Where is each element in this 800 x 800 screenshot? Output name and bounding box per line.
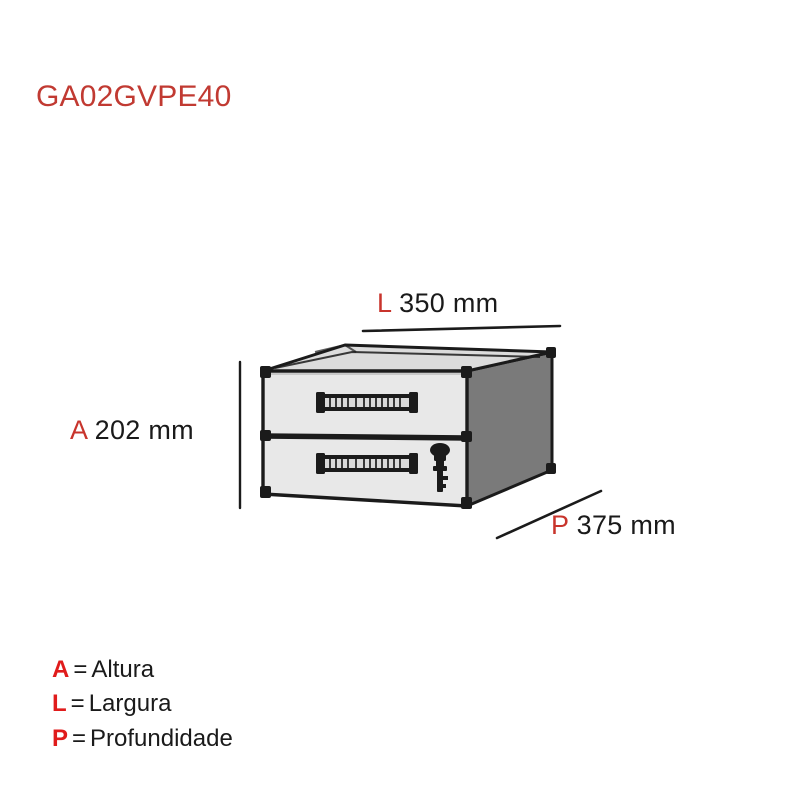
legend-term-altura: Altura <box>91 656 155 683</box>
cabinet-side-panel <box>465 350 554 508</box>
cabinet-key-lock-icon <box>430 443 450 492</box>
drawer-divider <box>260 433 470 441</box>
corner-post-mid-left <box>260 430 271 441</box>
cabinet-top-lip <box>314 343 357 353</box>
product-code: GA02GVPE40 <box>36 80 232 113</box>
corner-post-front-left-top <box>260 366 271 378</box>
legend-equals-2: = <box>72 724 87 752</box>
legend-item-altura: A=Altura <box>52 655 233 684</box>
drawer-handle-lower <box>316 453 418 474</box>
legend-equals-0: = <box>73 656 88 683</box>
corner-post-mid-right <box>461 431 472 442</box>
legend-item-profundidade: P=Profundidade <box>52 724 233 753</box>
legend-term-profundidade: Profundidade <box>90 724 233 752</box>
corner-post-front-right-bottom <box>461 497 472 509</box>
corner-post-front-right-top <box>461 366 472 378</box>
dimension-value-height: 202 mm <box>94 415 194 445</box>
dimension-key-width: L <box>377 288 392 318</box>
dimension-label-height: A 202 mm <box>70 415 194 446</box>
dimension-label-depth: P 375 mm <box>551 510 676 541</box>
dimension-key-height: A <box>70 415 87 445</box>
dimension-value-depth: 375 mm <box>576 510 676 540</box>
dimension-value-width: 350 mm <box>399 288 499 318</box>
corner-post-rear-right-top <box>546 347 556 358</box>
dimension-label-width: L 350 mm <box>377 288 498 319</box>
legend-key-a: A <box>52 656 70 683</box>
legend-key-p: P <box>52 724 69 752</box>
cabinet-top-recess-line <box>274 350 541 369</box>
dimension-line-depth <box>495 489 603 540</box>
corner-post-rear-right-bottom <box>546 463 556 474</box>
dimension-line-width <box>361 324 562 333</box>
corner-post-front-left-bottom <box>260 486 271 498</box>
drawer-handle-upper <box>316 392 418 413</box>
cabinet-illustration <box>260 343 556 509</box>
legend-key-l: L <box>52 690 67 718</box>
dimension-key-depth: P <box>551 510 569 540</box>
legend-equals-1: = <box>70 690 85 718</box>
legend: A=Altura L=Largura P=Profundidade <box>52 655 233 753</box>
legend-item-largura: L=Largura <box>52 689 233 718</box>
legend-term-largura: Largura <box>88 690 172 718</box>
